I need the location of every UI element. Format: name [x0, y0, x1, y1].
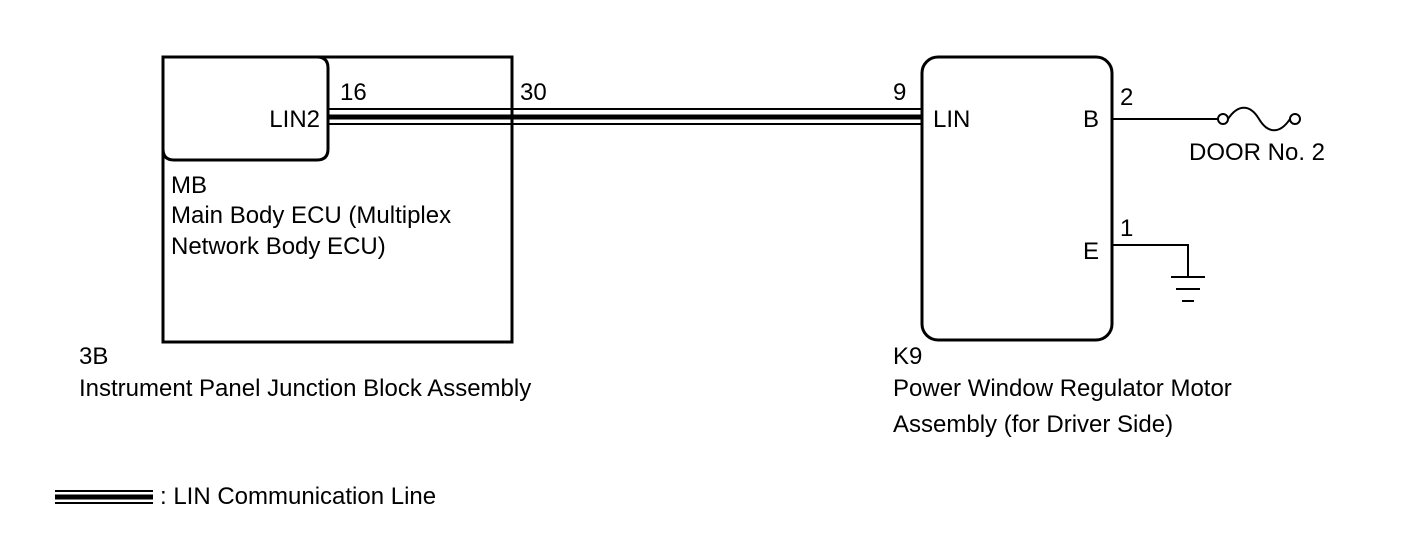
lin-communication-line: [328, 108, 922, 125]
motor-pin-1: 1: [1120, 215, 1133, 242]
motor-connector-code: K9: [893, 343, 922, 370]
junction-connector-code: 3B: [79, 343, 108, 370]
junction-block-name: Instrument Panel Junction Block Assembly: [79, 375, 531, 402]
ecu-terminal-lin2: LIN2: [269, 106, 320, 133]
legend-label: : LIN Communication Line: [160, 483, 436, 510]
motor-pin-9: 9: [893, 79, 906, 106]
legend-line-icon: [55, 490, 153, 504]
ecu-name-line2: Network Body ECU): [171, 233, 386, 260]
ecu-pin-16: 16: [340, 79, 367, 106]
ground-icon: [1171, 276, 1205, 302]
ecu-box: [161, 55, 330, 162]
fuse-label: DOOR No. 2: [1189, 139, 1325, 166]
motor-assembly-box: [920, 55, 1114, 342]
motor-terminal-e: E: [1083, 238, 1099, 265]
ground-wire: [1112, 244, 1189, 276]
ecu-name-line1: Main Body ECU (Multiplex: [171, 202, 451, 229]
junction-block-box: [161, 55, 514, 344]
motor-terminal-lin: LIN: [933, 106, 970, 133]
fuse-icon: [1217, 106, 1301, 132]
motor-pin-2: 2: [1120, 84, 1133, 111]
motor-name-line2: Assembly (for Driver Side): [893, 411, 1173, 438]
motor-name-line1: Power Window Regulator Motor: [893, 375, 1232, 402]
ecu-connector-code: MB: [171, 172, 207, 199]
junction-pin-30: 30: [520, 79, 547, 106]
motor-terminal-b: B: [1083, 106, 1099, 133]
